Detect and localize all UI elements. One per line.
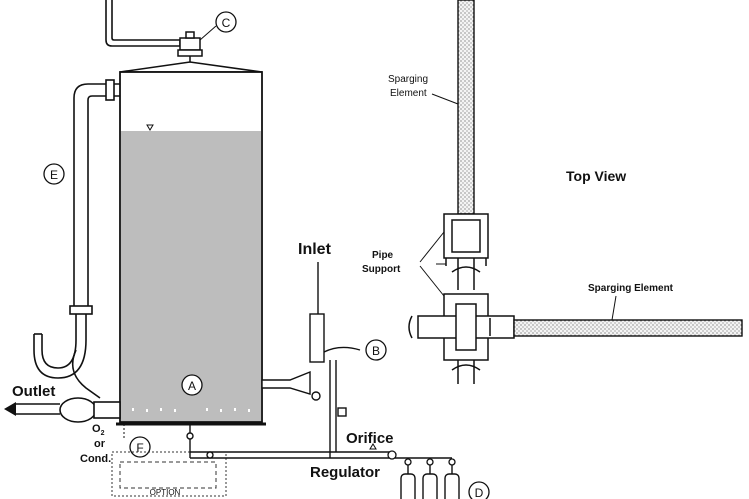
callout-b: B [365,339,387,361]
o2-cond-label: O2 or Cond. [80,423,111,465]
svg-text:or: or [94,438,106,450]
svg-text:OPTION: OPTION [150,488,181,497]
sparging-element-label-1: Sparging [388,74,428,85]
sparging-element-h-label: Sparging Element [588,283,674,294]
outlet-assembly [14,397,121,423]
regulator-valves [387,450,456,466]
callout-f: F [129,436,151,458]
outlet-arrow [4,402,16,416]
callout-d: D [468,481,490,499]
cross-fitting [408,293,515,384]
callout-e: E [43,163,65,185]
tank-liquid [121,131,261,421]
svg-text:B: B [372,344,380,358]
svg-text:D: D [475,486,484,499]
vertical-sparging-element [457,0,475,215]
pipe-support-upper [443,213,489,290]
svg-text:F: F [136,441,143,455]
gas-cylinders [400,465,460,499]
gas-supply-lines [186,360,452,459]
top-vent-pipe [105,0,181,47]
callout-a: A [181,374,203,396]
valve-c [177,31,203,68]
horizontal-sparging-element [513,319,743,337]
outlet-label: Outlet [12,383,55,400]
svg-text:Cond.: Cond. [80,453,111,465]
regulator-label: Regulator [310,464,380,481]
overflow-pipe-e [33,79,120,399]
top-view-label: Top View [566,168,626,184]
option-box: OPTION [111,451,227,497]
sparging-element-label-2: Element [390,88,427,99]
svg-text:C: C [222,16,231,30]
svg-text:O2: O2 [92,423,105,437]
svg-text:E: E [50,168,58,182]
pipe-support-arrows [419,231,446,297]
sparger-bubbles [132,408,250,412]
inlet-pipe [261,262,361,401]
svg-text:A: A [188,379,196,393]
inlet-label: Inlet [298,241,332,258]
tank [116,61,266,426]
orifice-label: Orifice [346,430,394,447]
callout-c: C [215,11,237,33]
pipe-support-label-2: Support [362,264,401,275]
pipe-support-label-1: Pipe [372,250,394,261]
